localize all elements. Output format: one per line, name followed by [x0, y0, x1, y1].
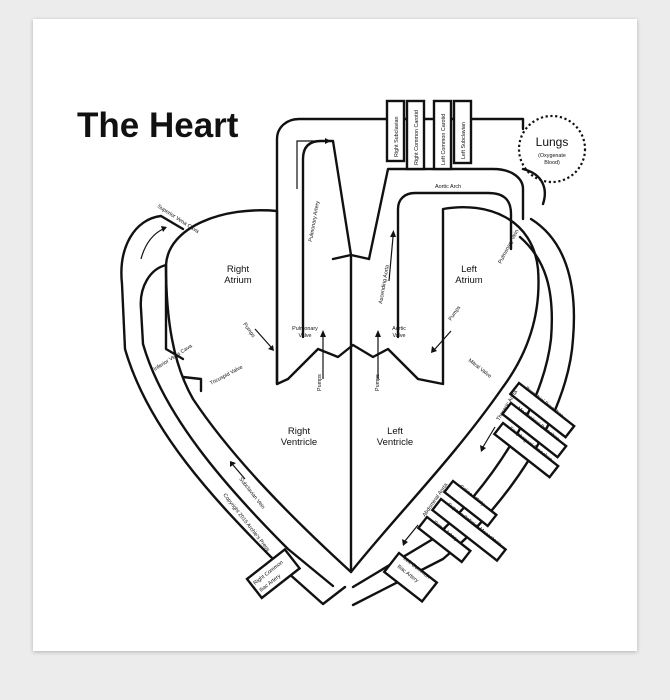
ascending-aorta-outline — [367, 167, 525, 261]
abdominal-branches — [382, 479, 508, 604]
label-tricuspid-valve: Tricuspid Valve — [209, 364, 244, 386]
label-mitral-valve: Mitral Valve — [467, 358, 493, 380]
pumps-arrowhead-1 — [268, 345, 274, 351]
label-right-subclavian: Right Subclavian — [394, 117, 400, 157]
pulmonary-valve-1: Pulmonary — [292, 326, 318, 332]
lungs-node: Lungs (Oxygenate Blood) — [517, 114, 587, 184]
inner-vein-outline — [139, 263, 335, 588]
label-pulmonary-vein: Pulmonary Vein — [497, 229, 520, 265]
pumps-label-1: Pumps — [241, 322, 256, 339]
label-pulmonary-artery: Pulmonary Artery — [308, 200, 321, 242]
subclavian-vein-arrow — [232, 464, 246, 480]
svc-arrowhead — [161, 226, 167, 232]
label-subclavian-vein: Subclavian Vein — [237, 477, 265, 511]
thoracic-aorta-arrow — [482, 426, 496, 448]
thoracic-aorta-arrowhead — [480, 445, 486, 452]
right-iliac-box — [245, 547, 302, 600]
ascending-aorta-arrowhead — [390, 230, 396, 237]
pumps-arrowhead-4 — [431, 346, 437, 353]
aortic-valve-2: Valve — [392, 333, 405, 339]
pulmonary-artery-outline — [275, 117, 525, 386]
abdominal-aorta-arrowhead — [402, 539, 408, 546]
heart-outline — [164, 205, 540, 574]
left-ventricle-2: Ventricle — [377, 437, 413, 448]
inferior-vena-cava-wall — [181, 375, 203, 393]
aortic-valve-1: Aortic — [392, 326, 406, 332]
pulmonary-artery-arrow — [296, 140, 325, 189]
right-atrium-1: Right — [227, 264, 250, 275]
lungs-title: Lungs — [536, 135, 569, 149]
pumps-arrow-4 — [434, 330, 452, 350]
label-left-subclavian: Left Subclavian — [461, 122, 467, 159]
top-branches — [385, 99, 473, 171]
lungs-sub-1: (Oxygenate — [538, 153, 566, 159]
heart-diagram: The Heart Lungs (Oxygenate Blood) Right … — [77, 99, 587, 607]
pulmonary-vein-tube — [521, 167, 546, 206]
pumps-arrowhead-2 — [320, 330, 326, 337]
svc-arrow — [140, 228, 164, 260]
left-atrium-2: Atrium — [455, 275, 483, 286]
label-ascending-aorta: Ascending Aorta — [378, 265, 391, 305]
left-atrium-1: Left — [461, 264, 477, 275]
pumps-label-2: Pumps — [317, 374, 323, 391]
label-aortic-arch: Aortic Arch — [435, 184, 461, 190]
lungs-sub-2: Blood) — [544, 160, 560, 166]
abdominal-aorta-arrow — [404, 524, 419, 542]
thoracic-branches — [492, 381, 576, 479]
ascending-aorta-arrow — [388, 236, 394, 282]
poster-sheet: The Heart Lungs (Oxygenate Blood) Right … — [33, 19, 637, 651]
pumps-label-4: Pumps — [448, 305, 463, 322]
pumps-arrow-1 — [254, 328, 272, 348]
pulmonary-artery-arrowhead — [325, 138, 331, 144]
subclavian-vein-arrowhead — [230, 461, 236, 467]
pumps-arrowhead-3 — [375, 330, 381, 337]
pumps-label-3: Pumps — [375, 374, 381, 391]
label-left-common-carotid: Left Common Carotid — [441, 114, 447, 165]
aortic-arch-inner — [396, 191, 513, 339]
diagram-title: The Heart — [77, 106, 239, 145]
label-right-common-carotid: Right Common Carotid — [414, 110, 420, 165]
pulmonary-valve-2: Valve — [298, 333, 311, 339]
right-ventricle-1: Right — [288, 426, 311, 437]
right-atrium-2: Atrium — [224, 275, 252, 286]
left-ventricle-1: Left — [387, 426, 403, 437]
right-ventricle-2: Ventricle — [281, 437, 317, 448]
outer-vein-outline — [120, 214, 347, 606]
